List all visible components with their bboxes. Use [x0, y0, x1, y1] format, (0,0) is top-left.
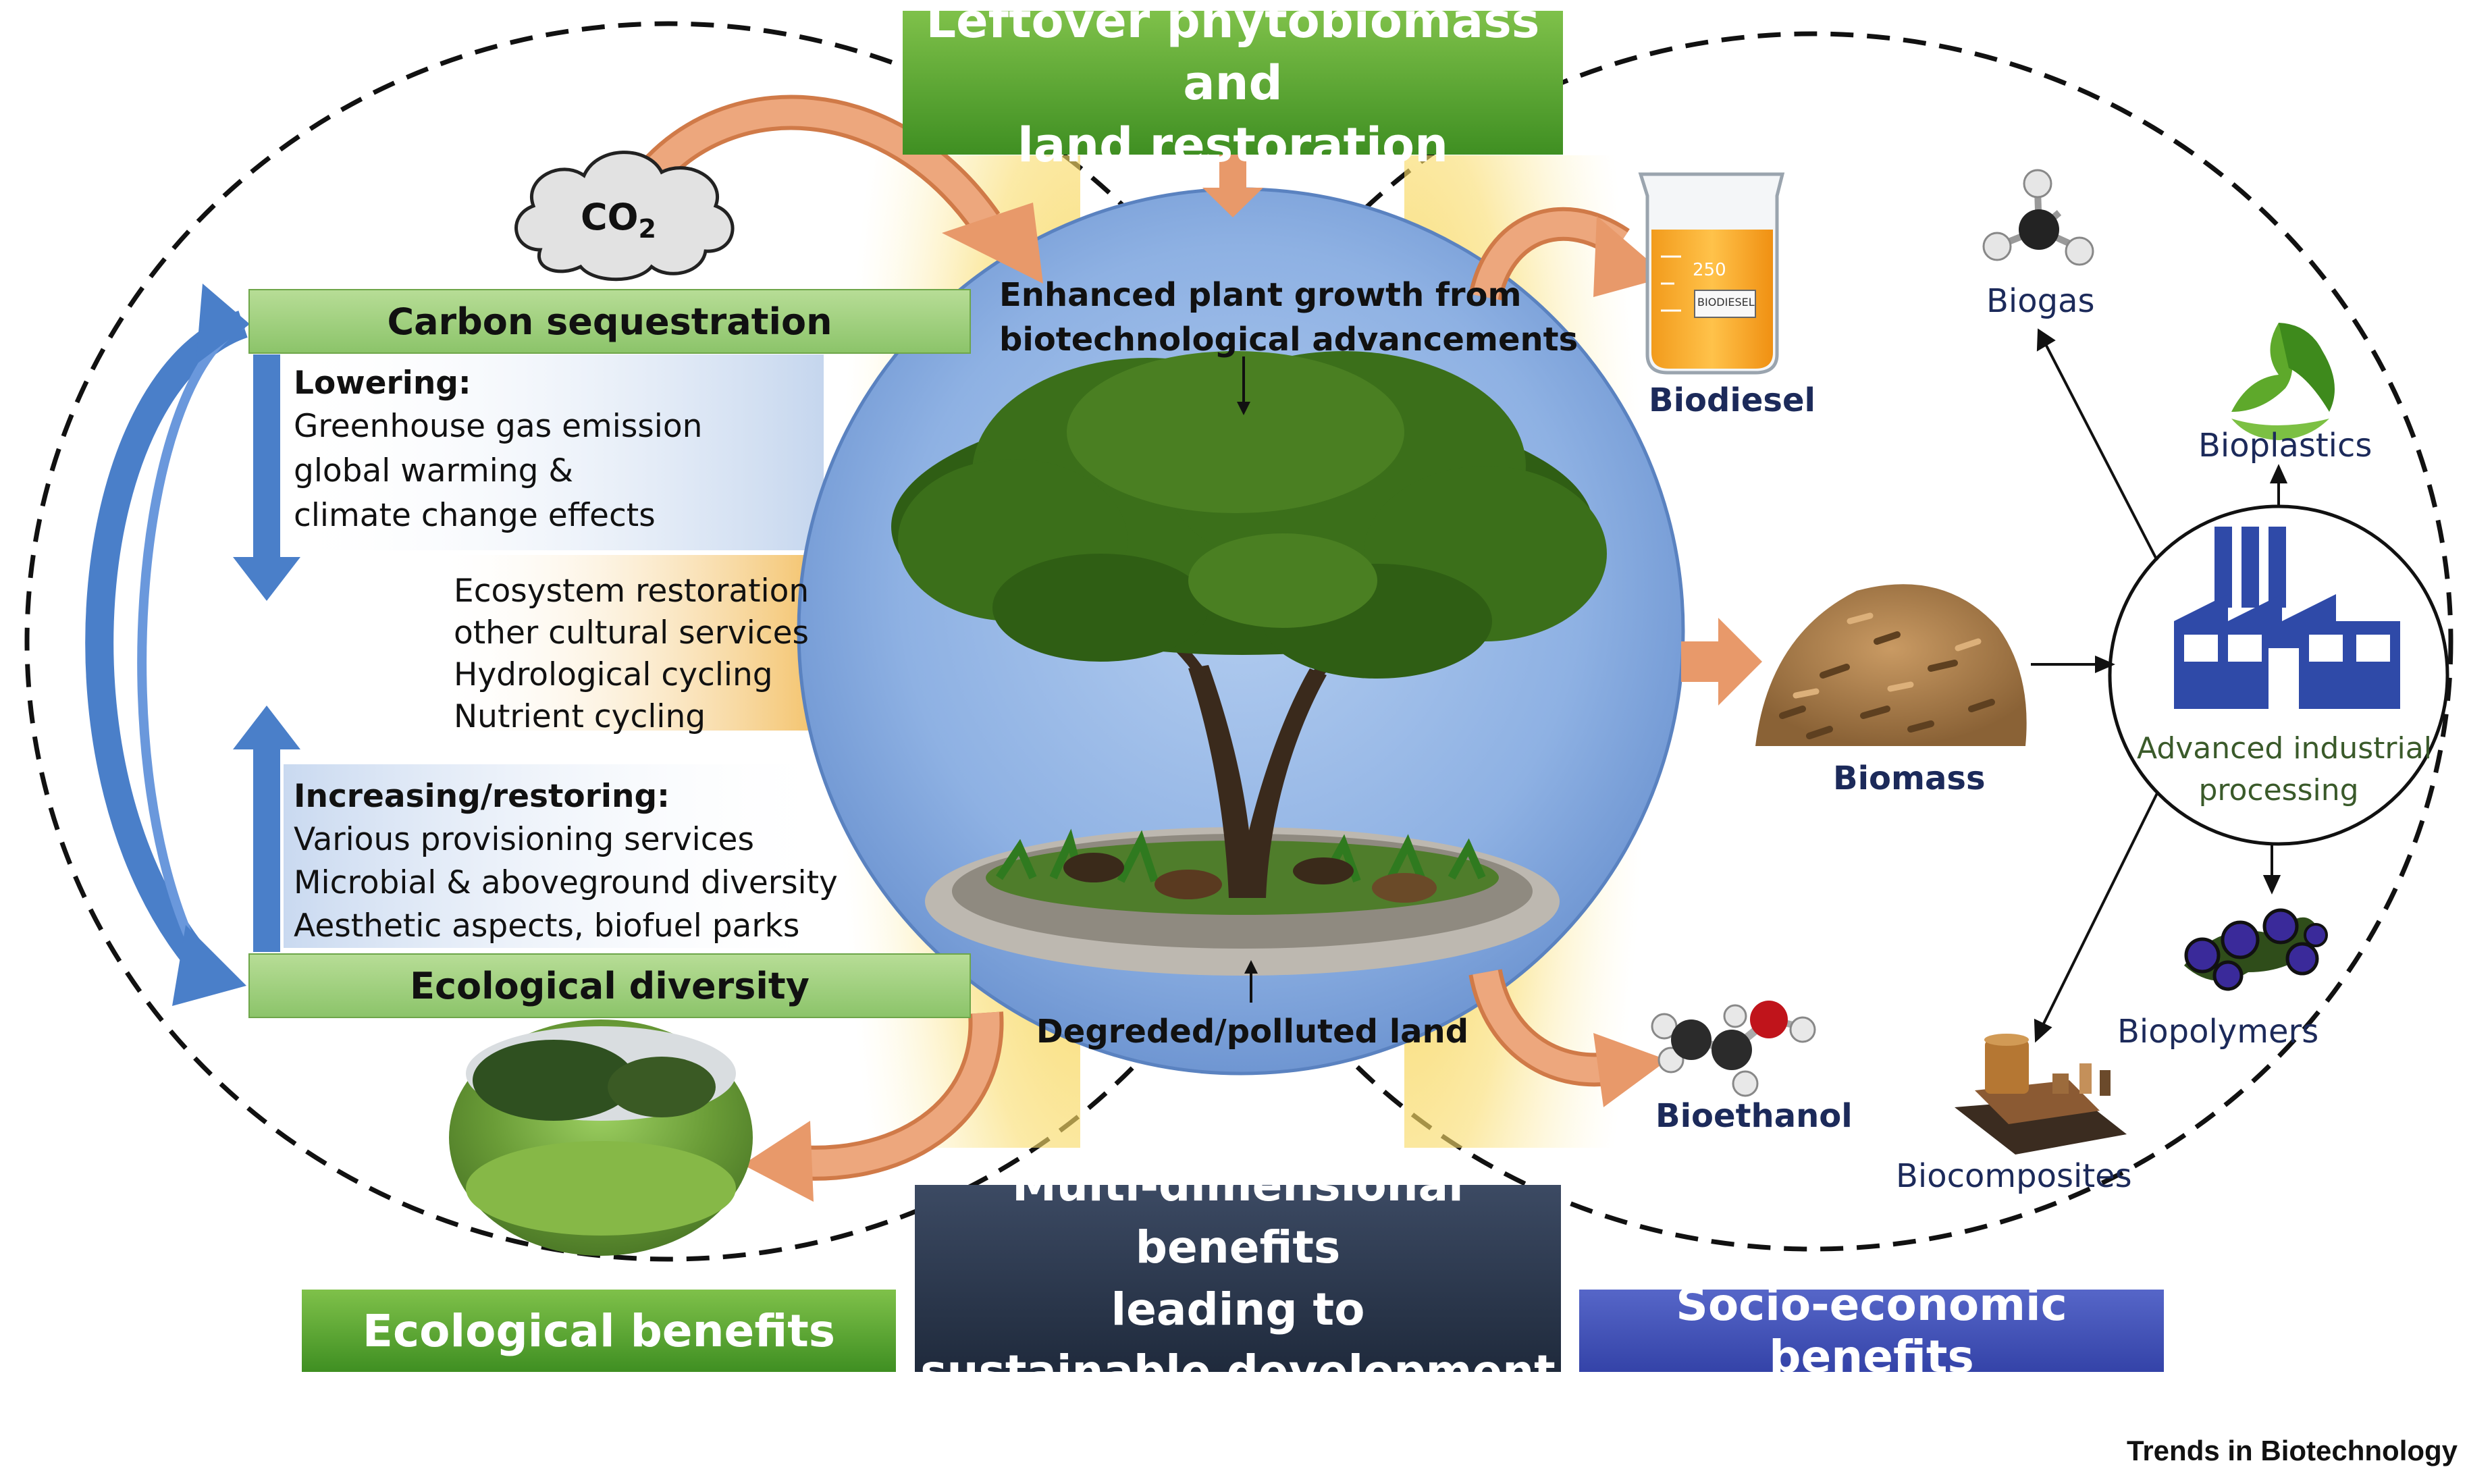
bioplastics-recycle-icon	[2231, 323, 2335, 440]
increasing-bg	[284, 764, 837, 948]
top-box-line1: Leftover phytobiomass and	[926, 0, 1540, 111]
biocomposites-icon	[1955, 1034, 2127, 1155]
co2-label: CO2	[581, 196, 656, 244]
increasing-item-3: Aesthetic aspects, biofuel parks	[294, 907, 800, 945]
beaker-volume-label: 250	[1693, 260, 1726, 280]
arrow-to-bioethanol	[1468, 968, 1668, 1107]
factory-line1: Advanced industrial	[2137, 731, 2432, 766]
center-bottom-label: Degreded/polluted land	[1036, 1013, 1469, 1051]
connector-arrows	[2031, 328, 2288, 1043]
increasing-item-2: Microbial & aboveground diversity	[294, 864, 838, 901]
center-top-line1: Enhanced plant growth from	[999, 276, 1522, 314]
multi-dimensional-benefits-box: Multi-dimensional benefits leading to su…	[915, 1159, 1561, 1398]
biopolymers-icon	[2184, 908, 2328, 991]
top-box-line2: land restoration	[1017, 117, 1448, 173]
service-item-2: other cultural services	[454, 614, 810, 652]
lowering-bg	[284, 354, 824, 550]
socio-economic-benefits-box: Socio-economic benefits	[1579, 1279, 2164, 1383]
lowering-item-1: Greenhouse gas emission	[294, 408, 703, 445]
beaker-sticker-label: BIODIESEL	[1697, 296, 1755, 309]
center-top-line2: biotechnological advancements	[999, 321, 1579, 359]
multi-line3: sustainable development	[920, 1345, 1556, 1398]
center-top-label: Enhanced plant growth from biotechnologi…	[999, 273, 1579, 362]
increasing-arrow	[233, 706, 300, 952]
ecological-benefits-box: Ecological benefits	[302, 1290, 896, 1372]
biogas-molecule-icon	[1982, 169, 2094, 266]
biodiesel-beaker-icon	[1638, 172, 1785, 375]
biomass-pellets-icon	[1755, 584, 2027, 746]
lowering-heading: Lowering:	[294, 365, 471, 402]
biocomposites-label: Biocomposites	[1896, 1157, 2132, 1195]
service-item-1: Ecosystem restoration	[454, 573, 810, 610]
multi-line1: Multi-dimensional benefits	[1012, 1159, 1464, 1273]
biomass-label: Biomass	[1833, 760, 1986, 797]
ecological-diversity-band: Ecological diversity	[248, 953, 971, 1018]
service-item-3: Hydrological cycling	[454, 656, 773, 693]
pointer-arrows	[1237, 356, 1258, 1003]
landscape-photo	[449, 1019, 753, 1256]
lowering-arrow	[233, 354, 300, 601]
lowering-item-3: climate change effects	[294, 497, 656, 534]
co2-cloud-icon	[514, 151, 735, 282]
factory-icon	[2174, 527, 2400, 709]
increasing-heading: Increasing/restoring:	[294, 778, 670, 815]
increasing-item-1: Various provisioning services	[294, 821, 754, 858]
tree-icon	[891, 351, 1607, 898]
arrow-to-landscape	[743, 1011, 1004, 1202]
multi-line2: leading to	[1111, 1283, 1365, 1335]
carbon-sequestration-band: Carbon sequestration	[248, 289, 971, 354]
journal-credit: Trends in Biotechnology	[2127, 1435, 2458, 1466]
biodiesel-label: Biodiesel	[1649, 381, 1815, 419]
biopolymers-label: Biopolymers	[2117, 1013, 2319, 1051]
service-item-4: Nutrient cycling	[454, 698, 706, 735]
feedback-double-arrow	[85, 284, 250, 1006]
ground-patch	[925, 827, 1560, 976]
arrow-top-down	[1202, 152, 1263, 217]
bioethanol-label: Bioethanol	[1655, 1097, 1853, 1135]
bioplastics-label: Bioplastics	[2198, 427, 2372, 465]
socio-economic-ellipse	[1172, 31, 2453, 1252]
factory-label: Advanced industrial processing	[2137, 728, 2432, 812]
factory-line2: processing	[2198, 773, 2359, 807]
arrow-to-biomass	[1681, 618, 1762, 706]
leftover-phytobiomass-box: Leftover phytobiomass and land restorati…	[903, 0, 1563, 173]
arrow-co2-to-circle	[634, 95, 1043, 284]
services-bg	[432, 555, 810, 731]
bioethanol-molecule-icon	[1651, 1001, 1816, 1097]
lowering-item-2: global warming &	[294, 452, 574, 489]
biogas-label: Biogas	[1986, 282, 2095, 320]
